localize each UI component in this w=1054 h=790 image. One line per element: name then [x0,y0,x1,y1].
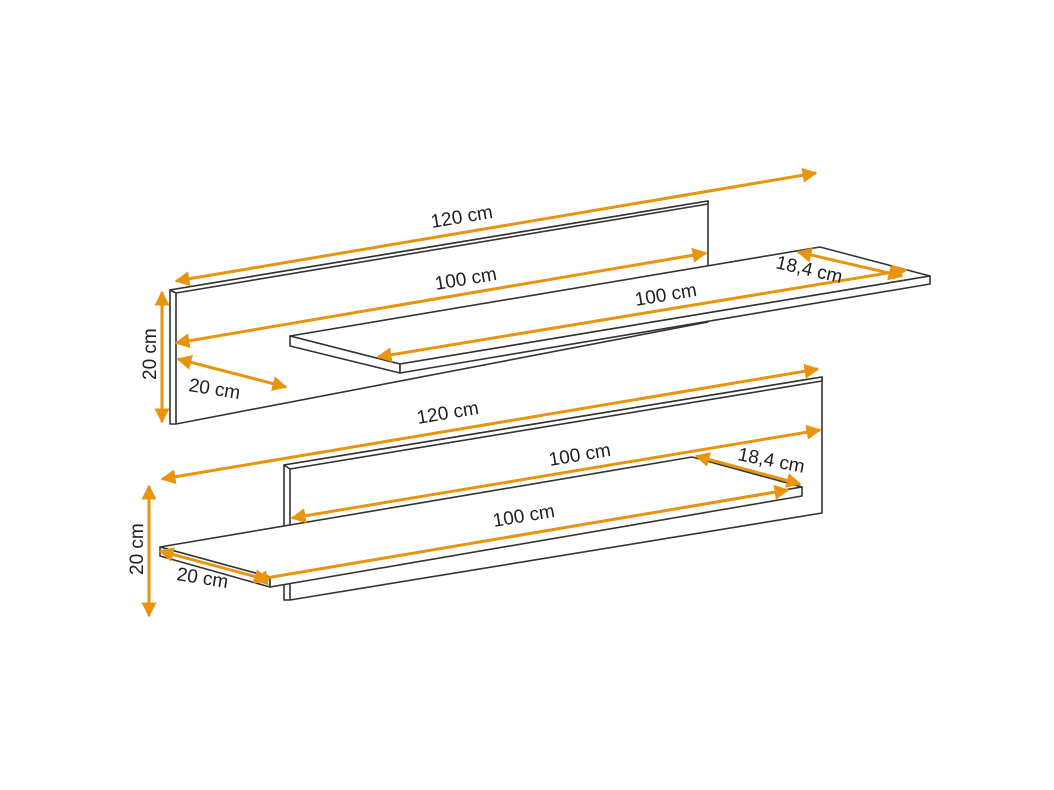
bottom-height-label: 20 cm [127,523,148,575]
bottom-shelf-depth-dim [694,452,802,488]
bottom-shelf-unit: 120 cm 100 cm 100 cm 18,4 cm 20 cm 20 cm [127,363,823,618]
bottom-back-length-dim [160,363,820,485]
bottom-depth-dim [158,547,270,584]
top-shelf-depth-dim [796,247,904,281]
top-height-label: 20 cm [140,328,161,380]
top-shelf-length-dim [376,264,908,363]
bottom-back-length-label: 120 cm [415,398,480,429]
bottom-shelf-length-dim [252,484,790,586]
